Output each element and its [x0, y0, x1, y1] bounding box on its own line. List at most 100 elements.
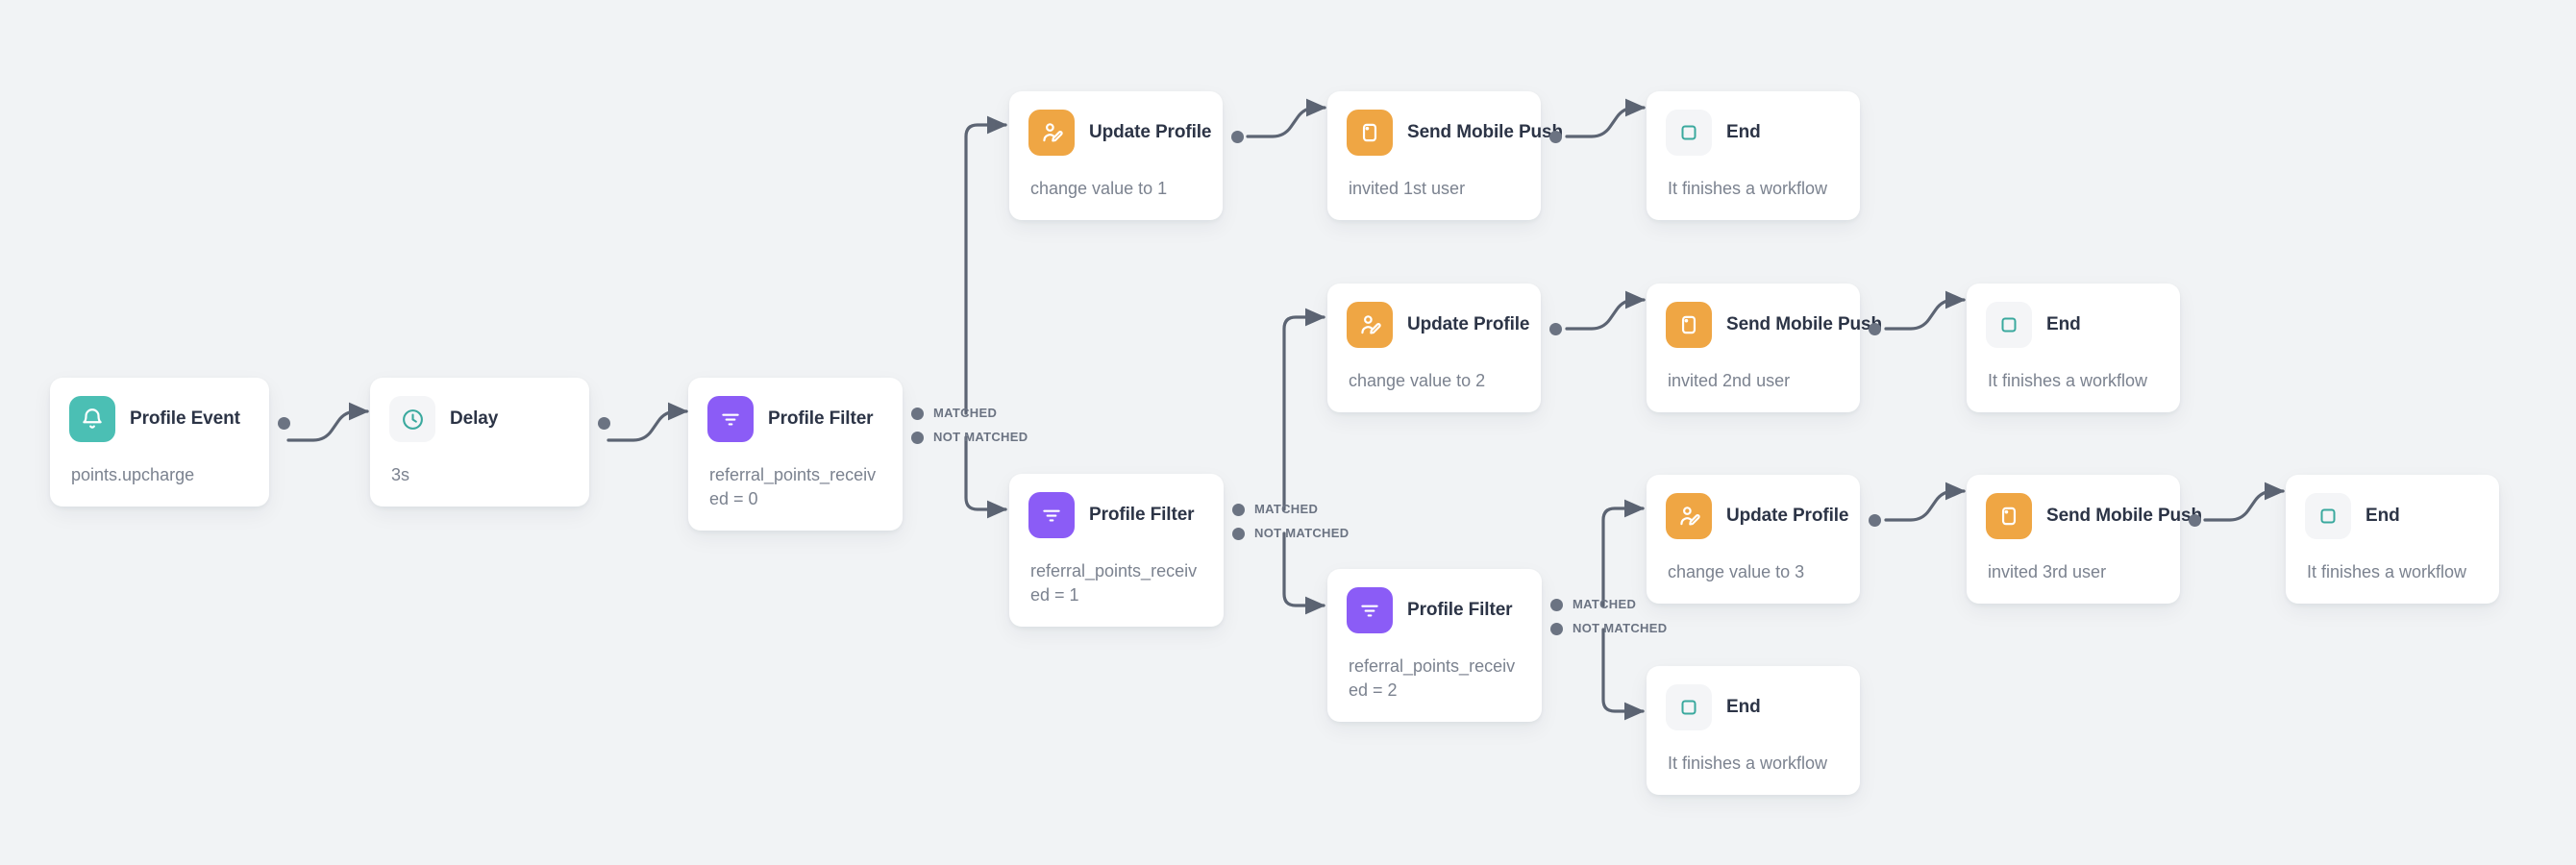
edge-filter2-matched-to-update3	[1601, 499, 1646, 607]
node-update-profile-2[interactable]: Update Profile change value to 2	[1327, 284, 1541, 412]
port-out-update-profile-3[interactable]	[1869, 514, 1881, 527]
edge-update3-to-push3	[1884, 482, 1967, 522]
edit-user-icon	[1028, 110, 1075, 156]
edge-update2-to-push2	[1565, 290, 1647, 331]
node-header: End	[1967, 284, 2180, 348]
node-end-3[interactable]: End It finishes a workflow	[2286, 475, 2499, 604]
node-subtitle: It finishes a workflow	[1668, 754, 1828, 773]
port-out-send-mobile-push-3[interactable]	[2189, 514, 2201, 527]
node-title: Send Mobile Push	[1407, 122, 1564, 142]
node-header: Profile Filter	[1327, 569, 1542, 633]
port-matched-profile-filter-0[interactable]	[911, 408, 924, 420]
node-profile-filter-2[interactable]: Profile Filter referral_points_received =…	[1327, 569, 1542, 722]
node-subtitle: It finishes a workflow	[1988, 371, 2148, 390]
mobile-push-icon	[1347, 110, 1393, 156]
filter-icon	[1028, 492, 1075, 538]
node-subtitle: change value to 3	[1668, 562, 1805, 581]
filter-icon	[1347, 587, 1393, 633]
node-title: Send Mobile Push	[1726, 314, 1883, 334]
node-subtitle: It finishes a workflow	[1668, 179, 1828, 198]
node-subtitle: It finishes a workflow	[2307, 562, 2467, 581]
node-end-4[interactable]: End It finishes a workflow	[1647, 666, 1860, 795]
edge-filter1-matched-to-update2	[1282, 308, 1326, 511]
port-out-send-mobile-push-1[interactable]	[1549, 131, 1562, 143]
stop-square-icon	[1986, 302, 2032, 348]
port-label-matched: MATCHED	[933, 406, 998, 420]
filter-icon	[707, 396, 754, 442]
node-header: Send Mobile Push	[1647, 284, 1882, 348]
port-out-send-mobile-push-2[interactable]	[1869, 323, 1881, 335]
node-header: End	[1647, 666, 1860, 730]
node-subtitle: change value to 1	[1030, 179, 1168, 198]
node-header: Delay	[370, 378, 589, 442]
node-subtitle: 3s	[391, 465, 410, 484]
port-out-delay[interactable]	[598, 417, 610, 430]
edge-push1-to-end1	[1565, 98, 1647, 138]
node-end-1[interactable]: End It finishes a workflow	[1647, 91, 1860, 220]
node-header: End	[1647, 91, 1860, 156]
node-header: Profile Filter	[688, 378, 903, 442]
port-matched-profile-filter-2[interactable]	[1550, 599, 1563, 611]
node-header: Send Mobile Push	[1967, 475, 2202, 539]
node-header: Profile Filter	[1009, 474, 1224, 538]
node-title: Send Mobile Push	[2046, 506, 2203, 526]
port-out-update-profile-2[interactable]	[1549, 323, 1562, 335]
port-not-matched-profile-filter-2[interactable]	[1550, 623, 1563, 635]
stop-square-icon	[1666, 110, 1712, 156]
node-delay[interactable]: Delay 3s	[370, 378, 589, 507]
node-send-mobile-push-1[interactable]: Send Mobile Push invited 1st user	[1327, 91, 1563, 220]
node-subtitle: referral_points_received = 1	[1030, 561, 1198, 605]
node-update-profile-3[interactable]: Update Profile change value to 3	[1647, 475, 1860, 604]
port-label-not-matched: NOT MATCHED	[933, 430, 1028, 444]
port-label-not-matched: NOT MATCHED	[1573, 621, 1668, 635]
node-subtitle: invited 3rd user	[1988, 562, 2107, 581]
stop-square-icon	[2305, 493, 2351, 539]
node-subtitle: referral_points_received = 2	[1349, 656, 1516, 700]
edge-filter2-notmatched-to-end4	[1601, 628, 1646, 721]
edge-delay-to-filter0	[607, 402, 689, 442]
port-not-matched-profile-filter-1[interactable]	[1232, 528, 1245, 540]
node-subtitle: invited 1st user	[1349, 179, 1466, 198]
bell-icon	[69, 396, 115, 442]
node-header: Update Profile	[1647, 475, 1860, 539]
node-subtitle: referral_points_received = 0	[709, 465, 877, 508]
edge-filter1-notmatched-to-filter2	[1282, 531, 1326, 615]
port-matched-profile-filter-1[interactable]	[1232, 504, 1245, 516]
edge-push3-to-end3	[2203, 482, 2286, 522]
port-out-update-profile-1[interactable]	[1231, 131, 1244, 143]
node-profile-filter-1[interactable]: Profile Filter referral_points_received =…	[1009, 474, 1224, 627]
node-update-profile-1[interactable]: Update Profile change value to 1	[1009, 91, 1223, 220]
edit-user-icon	[1347, 302, 1393, 348]
edge-profile-event-to-delay	[286, 402, 370, 442]
node-header: Update Profile	[1327, 284, 1541, 348]
node-title: Profile Filter	[1089, 505, 1195, 525]
node-send-mobile-push-2[interactable]: Send Mobile Push invited 2nd user	[1647, 284, 1882, 412]
port-out-profile-event[interactable]	[278, 417, 290, 430]
edge-filter0-matched-to-update1	[964, 115, 1008, 415]
mobile-push-icon	[1986, 493, 2032, 539]
node-title: Update Profile	[1726, 506, 1849, 526]
mobile-push-icon	[1666, 302, 1712, 348]
node-end-2[interactable]: End It finishes a workflow	[1967, 284, 2180, 412]
node-title: Update Profile	[1089, 122, 1212, 142]
edge-update1-to-push1	[1246, 98, 1327, 138]
node-header: End	[2286, 475, 2499, 539]
edge-filter0-notmatched-to-filter1	[964, 435, 1008, 519]
node-send-mobile-push-3[interactable]: Send Mobile Push invited 3rd user	[1967, 475, 2202, 604]
port-not-matched-profile-filter-0[interactable]	[911, 432, 924, 444]
node-header: Send Mobile Push	[1327, 91, 1563, 156]
node-subtitle: change value to 2	[1349, 371, 1486, 390]
port-label-matched: MATCHED	[1573, 597, 1637, 611]
node-title: Delay	[450, 408, 499, 429]
node-title: End	[2365, 506, 2400, 526]
node-title: Profile Filter	[1407, 600, 1513, 620]
node-subtitle: points.upcharge	[71, 465, 195, 484]
node-title: Update Profile	[1407, 314, 1530, 334]
node-title: End	[1726, 697, 1761, 717]
node-subtitle: invited 2nd user	[1668, 371, 1791, 390]
port-label-not-matched: NOT MATCHED	[1254, 526, 1350, 540]
node-profile-filter-0[interactable]: Profile Filter referral_points_received =…	[688, 378, 903, 531]
node-title: End	[2046, 314, 2081, 334]
